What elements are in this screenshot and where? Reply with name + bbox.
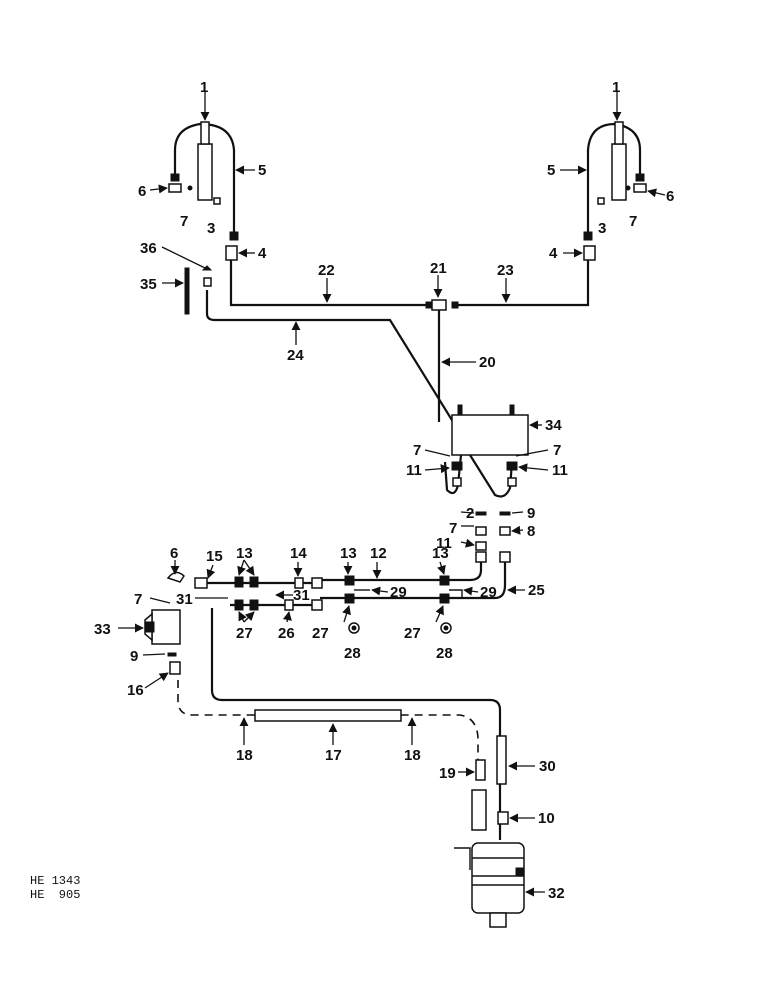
callout-36: 36 bbox=[140, 240, 157, 257]
callout-5: 5 bbox=[547, 162, 555, 179]
right-nozzle-assembly bbox=[583, 121, 647, 261]
callout-17: 17 bbox=[325, 747, 342, 764]
callout-32: 32 bbox=[548, 885, 565, 902]
reference-code: HE 905 bbox=[30, 888, 80, 902]
callout-30: 30 bbox=[539, 758, 556, 775]
callout-7: 7 bbox=[413, 442, 421, 459]
callout-7: 7 bbox=[553, 442, 561, 459]
middle-fittings bbox=[166, 511, 511, 634]
callout-2: 2 bbox=[466, 505, 474, 522]
callout-25: 25 bbox=[528, 582, 545, 599]
callout-29: 29 bbox=[480, 584, 497, 601]
callout-26: 26 bbox=[278, 625, 295, 642]
callout-3: 3 bbox=[598, 220, 606, 237]
upper-piping bbox=[184, 260, 590, 426]
reservoir bbox=[454, 842, 525, 928]
figure-reference-codes: HE 1343 HE 905 bbox=[30, 874, 80, 902]
callout-6: 6 bbox=[138, 183, 146, 200]
washer-pump bbox=[443, 404, 529, 498]
callout-13: 13 bbox=[236, 545, 253, 562]
callout-7: 7 bbox=[449, 520, 457, 537]
callout-24: 24 bbox=[287, 347, 304, 364]
callout-13: 13 bbox=[340, 545, 357, 562]
callout-7: 7 bbox=[629, 213, 637, 230]
callout-18: 18 bbox=[404, 747, 421, 764]
callout-20: 20 bbox=[479, 354, 496, 371]
callout-23: 23 bbox=[497, 262, 514, 279]
callout-3: 3 bbox=[207, 220, 215, 237]
callout-27: 27 bbox=[404, 625, 421, 642]
callout-4: 4 bbox=[549, 245, 558, 262]
callout-31: 31 bbox=[176, 591, 193, 608]
callout-7: 7 bbox=[134, 591, 142, 608]
callout-27: 27 bbox=[312, 625, 329, 642]
callout-11: 11 bbox=[552, 462, 568, 479]
callout-1: 1 bbox=[612, 79, 620, 96]
callout-9: 9 bbox=[527, 505, 535, 522]
lower-hoses bbox=[177, 608, 509, 840]
callout-11: 11 bbox=[436, 535, 452, 552]
callout-15: 15 bbox=[206, 548, 223, 565]
callout-5: 5 bbox=[258, 162, 266, 179]
callout-33: 33 bbox=[94, 621, 111, 638]
left-nozzle-assembly bbox=[168, 121, 239, 261]
callout-9: 9 bbox=[130, 648, 138, 665]
callout-16: 16 bbox=[127, 682, 144, 699]
callout-29: 29 bbox=[390, 584, 407, 601]
callout-19: 19 bbox=[439, 765, 456, 782]
callout-18: 18 bbox=[236, 747, 253, 764]
callout-28: 28 bbox=[344, 645, 361, 662]
callout-22: 22 bbox=[318, 262, 335, 279]
callout-31: 31 bbox=[293, 587, 310, 604]
callout-7: 7 bbox=[180, 213, 188, 230]
callout-21: 21 bbox=[430, 260, 447, 277]
callout-14: 14 bbox=[290, 545, 307, 562]
washer-motor bbox=[144, 609, 181, 675]
callout-28: 28 bbox=[436, 645, 453, 662]
callout-11: 11 bbox=[406, 462, 422, 479]
callout-10: 10 bbox=[538, 810, 555, 827]
reference-code: HE 1343 bbox=[30, 874, 80, 888]
callout-34: 34 bbox=[545, 417, 562, 434]
callout-8: 8 bbox=[527, 523, 535, 540]
callout-1: 1 bbox=[200, 79, 208, 96]
callout-12: 12 bbox=[370, 545, 387, 562]
callout-27: 27 bbox=[236, 625, 253, 642]
callout-6: 6 bbox=[170, 545, 178, 562]
callout-6: 6 bbox=[666, 188, 674, 205]
callout-4: 4 bbox=[258, 245, 267, 262]
callout-35: 35 bbox=[140, 276, 157, 293]
callout-leaders bbox=[118, 92, 666, 897]
callout-13: 13 bbox=[432, 545, 449, 562]
callout-labels: 1 1 2 3 3 4 4 5 5 6 6 6 7 7 7 7 7 7 8 9 … bbox=[94, 79, 674, 902]
